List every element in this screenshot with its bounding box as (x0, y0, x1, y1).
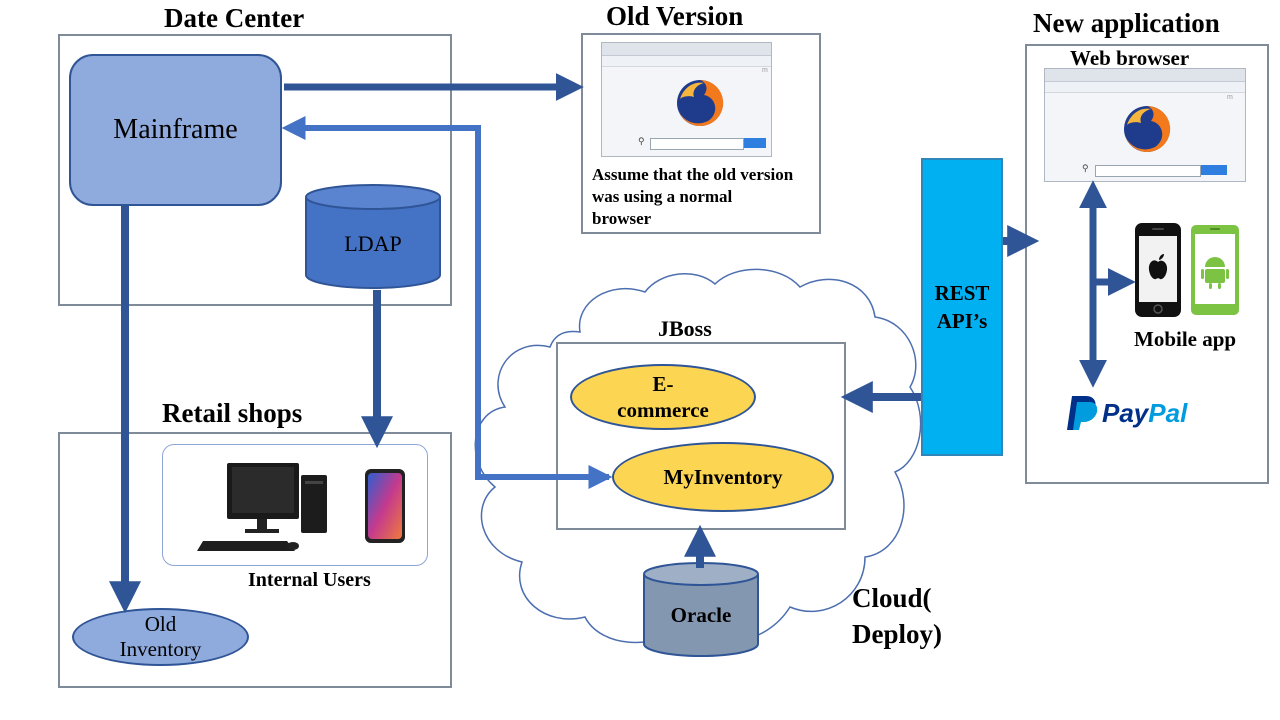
cloud-deploy-label-line1: Cloud( (852, 583, 932, 613)
internal-users-label: Internal Users (248, 569, 371, 591)
old-inventory-label-line1: Old (144, 612, 177, 636)
old-version-note-line3: browser (592, 209, 652, 228)
old-browser-search-icon: ⚲ (638, 136, 645, 146)
mainframe-label: Mainframe (113, 114, 238, 145)
rest-api-label-line2: API’s (936, 309, 988, 333)
old-browser-search-button (744, 138, 766, 148)
new-browser-screenshot: m ⚲ (1044, 68, 1246, 182)
oracle-database: Oracle (643, 562, 759, 657)
ldap-database: LDAP (305, 184, 441, 289)
old-inventory-node: Old Inventory (72, 608, 249, 666)
firefox-logo-icon (1124, 105, 1171, 152)
old-browser-screenshot: m ⚲ (601, 42, 772, 157)
cloud-deploy-label-line2: Deploy) (852, 619, 942, 649)
mainframe-node: Mainframe (69, 54, 282, 206)
data-center-title: Date Center (164, 3, 305, 33)
iphone-icon (1135, 223, 1181, 317)
rest-api-label-line1: REST (934, 281, 990, 305)
android-phone-icon (1191, 225, 1239, 315)
oracle-label: Oracle (671, 603, 732, 627)
ldap-label: LDAP (344, 231, 401, 256)
old-version-note-line2: was using a normal (592, 187, 733, 206)
internal-users-panel (162, 444, 428, 566)
paypal-pay-text: Pay (1102, 397, 1149, 428)
web-browser-label: Web browser (1070, 46, 1190, 70)
old-inventory-label-line2: Inventory (119, 637, 202, 661)
jboss-title: JBoss (658, 316, 712, 341)
smartphone-icon (365, 469, 405, 543)
old-version-title: Old Version (606, 1, 744, 31)
old-version-note-line1: Assume that the old version (592, 165, 794, 184)
mobile-app-label: Mobile app (1134, 327, 1237, 351)
rest-api-block: REST API’s (921, 158, 1003, 456)
new-browser-search-icon: ⚲ (1082, 163, 1089, 173)
ecommerce-label-line2: commerce (617, 398, 709, 422)
cloud-deploy-label: Cloud( Deploy) (852, 580, 942, 652)
old-version-note: Assume that the old version was using a … (592, 164, 793, 230)
new-browser-search-field (1095, 165, 1201, 177)
myinventory-node: MyInventory (612, 442, 834, 512)
firefox-logo-icon (677, 79, 724, 126)
paypal-p-icon (1067, 396, 1098, 430)
desktop-computer-icon (197, 463, 327, 551)
old-browser-search-field (650, 138, 744, 150)
retail-shops-title: Retail shops (162, 398, 303, 428)
ecommerce-node: E- commerce (570, 364, 756, 430)
new-application-title: New application (1033, 8, 1220, 38)
new-browser-search-button (1201, 165, 1227, 175)
paypal-pal-text: Pal (1148, 397, 1188, 428)
ecommerce-label-line1: E- (652, 372, 674, 396)
myinventory-label: MyInventory (663, 465, 783, 489)
